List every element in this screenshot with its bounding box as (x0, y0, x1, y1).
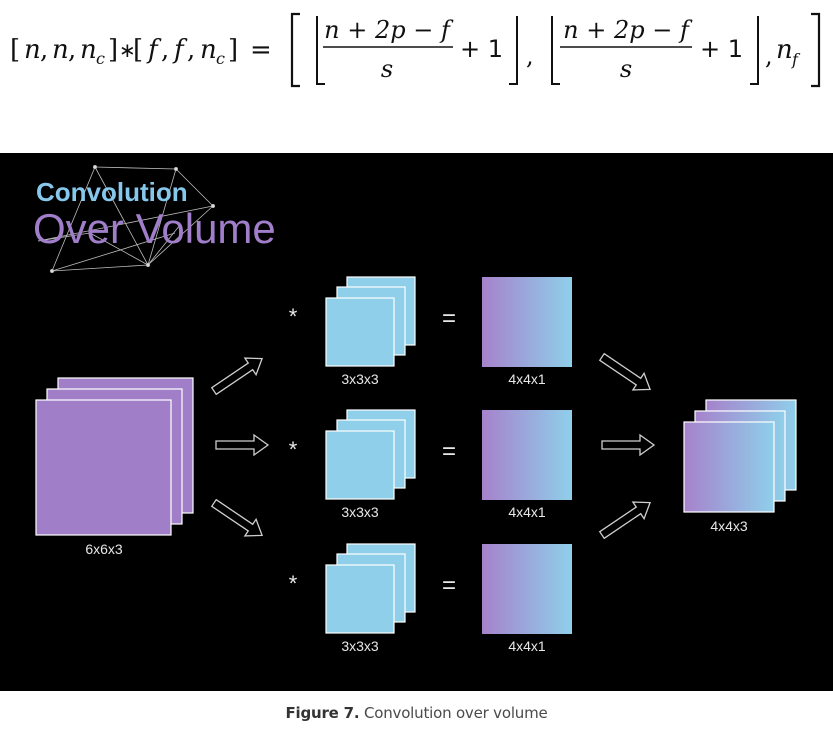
output-feature-map-label: 4x4x1 (508, 504, 546, 520)
formula-denominator: s (381, 55, 393, 83)
convolution-output-size-formula: [ n , n , n c ] ∗ [ f , f , n c ] = n + … (10, 12, 821, 88)
formula-numerator: n + 2p − f (324, 16, 454, 44)
formula-outer-right-bracket (811, 12, 821, 88)
equals-symbol: = (442, 572, 456, 599)
figure-title-line1: Convolution (36, 177, 188, 207)
input-volume-label: 6x6x3 (85, 541, 123, 557)
output-volume (683, 399, 797, 513)
filter-label: 3x3x3 (341, 638, 379, 654)
formula-filter-subscript: c (216, 49, 225, 68)
output-volume-label: 4x4x3 (710, 518, 748, 534)
formula-floor-left (316, 16, 325, 85)
filter-label: 3x3x3 (341, 504, 379, 520)
figure-caption-number: Figure 7. (285, 704, 360, 722)
formula-output-channels: n (776, 35, 793, 65)
output-feature-map-label: 4x4x1 (508, 371, 546, 387)
convolution-symbol: * (289, 437, 298, 462)
formula-comma: , (526, 42, 534, 70)
formula-comma: , (187, 35, 195, 65)
formula-open-bracket: [ (10, 35, 20, 65)
figure-canvas: Convolution Over Volume 6x6x3 * 3x3x3 = (33, 164, 797, 654)
arrow-icon (210, 498, 264, 537)
arrow-icon (601, 433, 656, 457)
equals-symbol: = (442, 438, 456, 465)
output-feature-map-label: 4x4x1 (508, 638, 546, 654)
figure-caption-text: Convolution over volume (359, 704, 548, 722)
formula-comma: , (40, 35, 48, 65)
filter-label: 3x3x3 (341, 371, 379, 387)
formula-equals: = (250, 35, 272, 65)
convolution-symbol: * (289, 571, 298, 596)
convolution-over-volume-figure: Convolution Over Volume 6x6x3 * 3x3x3 = (0, 153, 833, 691)
network-graph-decoration (37, 164, 215, 274)
arrow-icon (598, 352, 652, 391)
formula-filter-dim-3: n (200, 35, 217, 65)
filter-row-3: * 3x3x3 = 4x4x1 (289, 543, 572, 654)
formula-input-dim-3: n (80, 35, 97, 65)
formula-close-bracket: ] (228, 35, 238, 65)
figure-caption: Figure 7. Convolution over volume (0, 704, 833, 722)
formula-plus-one: + 1 (460, 35, 503, 63)
arrow-icon (598, 501, 652, 540)
formula-denominator: s (620, 55, 632, 83)
formula-filter-dim-1: f (146, 35, 162, 65)
output-feature-map (482, 544, 572, 634)
formula-filter-dim-2: f (172, 35, 188, 65)
input-volume (35, 377, 194, 536)
equals-symbol: = (442, 305, 456, 332)
formula-convolution-operator: ∗ (119, 38, 136, 62)
arrow-icon (210, 357, 264, 396)
formula-plus-one: + 1 (700, 35, 743, 63)
formula-close-bracket: ] (108, 35, 118, 65)
formula-input-dim-2: n (52, 35, 69, 65)
formula-output-subscript: f (791, 50, 801, 69)
formula-floor-right (509, 16, 518, 85)
formula-input-subscript: c (96, 49, 105, 68)
output-feature-map (482, 410, 572, 500)
formula-outer-left-bracket (290, 12, 300, 88)
formula-floor-right (750, 16, 759, 85)
formula-numerator: n + 2p − f (563, 16, 693, 44)
convolution-symbol: * (289, 304, 298, 329)
formula-comma: , (68, 35, 76, 65)
filter-row-1: * 3x3x3 = 4x4x1 (289, 276, 572, 387)
arrow-icon (215, 433, 270, 457)
formula-floor-left (551, 16, 560, 85)
formula-open-bracket: [ (133, 35, 143, 65)
filter-row-2: * 3x3x3 = 4x4x1 (289, 409, 572, 520)
formula-comma: , (765, 42, 773, 70)
figure-title-line2: Over Volume (33, 205, 276, 252)
formula-input-dim-1: n (24, 35, 41, 65)
output-feature-map (482, 277, 572, 367)
formula-comma: , (161, 35, 169, 65)
